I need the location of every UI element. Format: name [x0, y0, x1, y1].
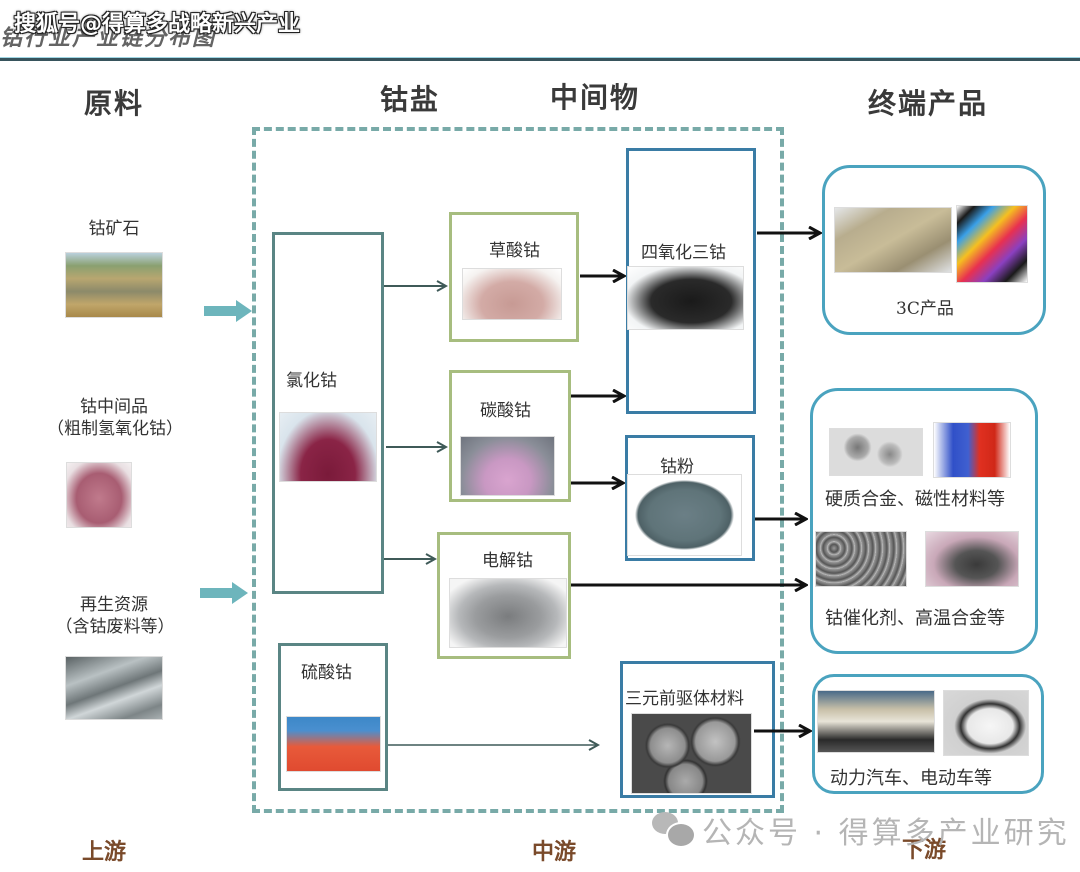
- cobalt-sulfate-powder-photo-icon: [286, 716, 381, 772]
- wechat-icon: [652, 812, 696, 848]
- precursor-sem-photo-icon: [631, 713, 752, 794]
- stream-midstream: 中游: [532, 839, 577, 865]
- catalyst-photo-icon: [815, 531, 907, 587]
- column-heading-intermediate: 中间物: [550, 81, 641, 114]
- end-product-vehicles-label: 动力汽车、电动车等: [830, 768, 992, 789]
- scrap-metal-photo-icon: [65, 656, 163, 720]
- hard-alloy-parts-photo-icon: [829, 428, 923, 476]
- magnet-photo-icon: [933, 422, 1011, 478]
- header-divider: [0, 57, 1080, 61]
- ore-mine-photo-icon: [65, 252, 163, 318]
- cobalt-oxalate-label: 草酸钴: [489, 241, 540, 261]
- cobalt-chloride-label: 氯化钴: [286, 371, 337, 391]
- cobalt-hydroxide-powder-photo-icon: [66, 462, 132, 528]
- end-product-3c-label: 3C产品: [896, 299, 954, 319]
- cobalt-chloride-powder-photo-icon: [279, 412, 377, 482]
- precursor-label: 三元前驱体材料: [625, 689, 744, 709]
- stream-upstream: 上游: [82, 839, 127, 865]
- cobalt-sulfate-label: 硫酸钴: [301, 663, 352, 683]
- e-scooter-photo-icon: [943, 690, 1029, 756]
- column-heading-salt: 钴盐: [380, 83, 441, 116]
- column-heading-raw: 原料: [84, 87, 145, 120]
- smartphone-photo-icon: [956, 205, 1028, 283]
- footer-watermark: 公众号 · 得算多产业研究: [702, 816, 1070, 851]
- cobalt-oxalate-powder-photo-icon: [462, 268, 562, 320]
- stream-downstream: 下游: [902, 837, 947, 863]
- raw-intermediate-sublabel: （粗制氢氧化钴）: [47, 419, 183, 439]
- laptop-photo-icon: [834, 207, 952, 273]
- inflow-arrow-recycled: [200, 582, 248, 604]
- watermark-top: 搜狐号@得算多战略新兴产业: [14, 12, 301, 37]
- end-product-alloys-label: 硬质合金、磁性材料等: [825, 489, 1005, 510]
- end-product-catalyst-label: 钴催化剂、高温合金等: [825, 608, 1005, 629]
- cobalt-powder-photo-icon: [627, 474, 742, 556]
- column-heading-end: 终端产品: [868, 87, 989, 120]
- cobalt-carbonate-label: 碳酸钴: [480, 401, 531, 421]
- raw-recycled-sublabel: （含钴废料等）: [55, 617, 175, 637]
- cobalt-oxide-powder-photo-icon: [627, 266, 744, 330]
- chart-title: 钴行业产业链分布图: [0, 25, 217, 51]
- car-chassis-photo-icon: [817, 690, 935, 753]
- superalloy-parts-photo-icon: [925, 531, 1019, 587]
- cobalt-oxide-label: 四氧化三钴: [641, 243, 726, 263]
- electrolytic-cobalt-label: 电解钴: [482, 551, 533, 571]
- raw-ore-label: 钴矿石: [88, 219, 140, 239]
- cobalt-carbonate-powder-photo-icon: [460, 436, 555, 496]
- inflow-arrow-ore: [204, 300, 252, 322]
- raw-intermediate-label: 钴中间品: [80, 397, 148, 417]
- raw-recycled-label: 再生资源: [80, 595, 148, 615]
- midstream-region: [252, 127, 784, 813]
- cobalt-powder-label: 钴粉: [660, 457, 694, 477]
- electrolytic-cobalt-photo-icon: [449, 578, 567, 648]
